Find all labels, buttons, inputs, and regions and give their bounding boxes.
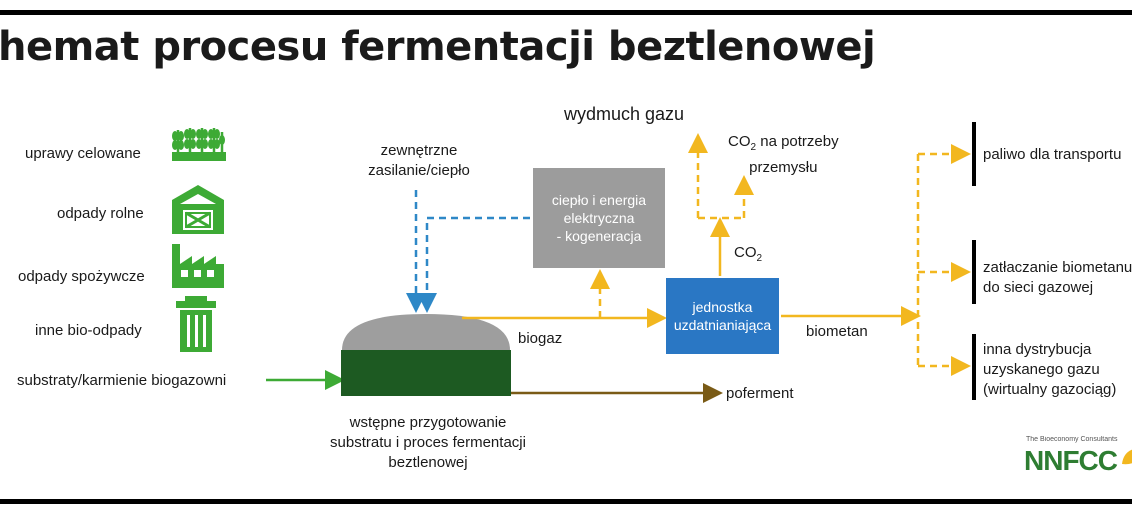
output-virtual-line3: (wirtualny gazociąg): [983, 381, 1117, 398]
source-label-other-waste: inne bio-odpady: [35, 322, 142, 339]
logo-tagline: The Bioeconomy Consultants: [1026, 436, 1118, 443]
digestate-label: poferment: [726, 385, 794, 402]
logo-name: NNFCC: [1024, 445, 1118, 476]
top-border: [0, 10, 1132, 15]
output-bar-virtual: [972, 334, 976, 400]
digester-line1: wstępne przygotowanie: [349, 414, 507, 431]
biogas-label: biogaz: [518, 330, 563, 347]
output-virtual-line1: inna dystrybucja: [983, 341, 1092, 358]
output-virtual: inna dystrybucja uzyskanego gazu (wirtua…: [983, 340, 1116, 400]
co2-industry-text: CO: [728, 133, 751, 150]
co2-industry-label: CO2 na potrzeby przemysłu: [728, 132, 839, 178]
output-transport: paliwo dla transportu: [983, 146, 1122, 163]
source-label-agri-waste: odpady rolne: [57, 205, 144, 222]
upgrade-unit-box: jednostka uzdatnianiająca: [666, 278, 779, 354]
bottom-border: [0, 499, 1132, 504]
chp-box: ciepło i energia elektryczna - kogenerac…: [533, 168, 665, 268]
co2-label: CO2: [734, 244, 762, 264]
upgrade-box-line1: jednostka: [692, 299, 753, 315]
source-label-energy-crops: uprawy celowane: [25, 145, 141, 162]
page-title: hemat procesu fermentacji beztlenowej: [0, 24, 876, 70]
nnfcc-logo: The Bioeconomy Consultants NNFCC: [1024, 436, 1132, 484]
chp-box-line2: elektryczna: [563, 210, 635, 226]
output-bar-transport: [972, 122, 976, 186]
co2-industry-line2: przemysłu: [749, 159, 818, 176]
chp-box-line1: ciepło i energia: [551, 192, 647, 208]
co2-sub: 2: [756, 253, 763, 264]
digester-line3: beztlenowej: [388, 454, 468, 471]
chp-box-line3: - kogeneracja: [556, 228, 642, 244]
digester-dome: [342, 314, 510, 350]
external-supply-label: zewnętrzne zasilanie/ciepło: [352, 141, 486, 181]
output-bar-grid: [972, 240, 976, 304]
output-grid-line2: do sieci gazowej: [983, 279, 1094, 296]
external-supply-line2: zasilanie/ciepło: [368, 162, 470, 179]
co2-text: CO: [734, 244, 757, 261]
external-supply-line1: zewnętrzne: [380, 142, 458, 159]
digester-label: wstępne przygotowanie substratu i proces…: [300, 413, 556, 473]
leaf-icon: [1122, 449, 1132, 465]
upgrade-box-line2: uzdatnianiająca: [673, 317, 772, 333]
biomethane-label: biometan: [806, 323, 868, 340]
source-label-food-waste: odpady spożywcze: [18, 268, 145, 285]
co2-industry-text2: na potrzeby: [756, 133, 839, 150]
output-grid-line1: zatłaczanie biometanu: [983, 259, 1132, 276]
chp-heat-arrow: [417, 216, 530, 313]
output-grid: zatłaczanie biometanu do sieci gazowej: [983, 258, 1132, 298]
output-virtual-line2: uzyskanego gazu: [983, 361, 1100, 378]
exhaust-label: wydmuch gazu: [564, 104, 685, 124]
co2-industry-sub: 2: [750, 142, 757, 153]
digester-tank: [341, 350, 511, 396]
feed-label: substraty/karmienie biogazowni: [17, 372, 227, 389]
digester-line2: substratu i proces fermentacji: [330, 434, 526, 451]
